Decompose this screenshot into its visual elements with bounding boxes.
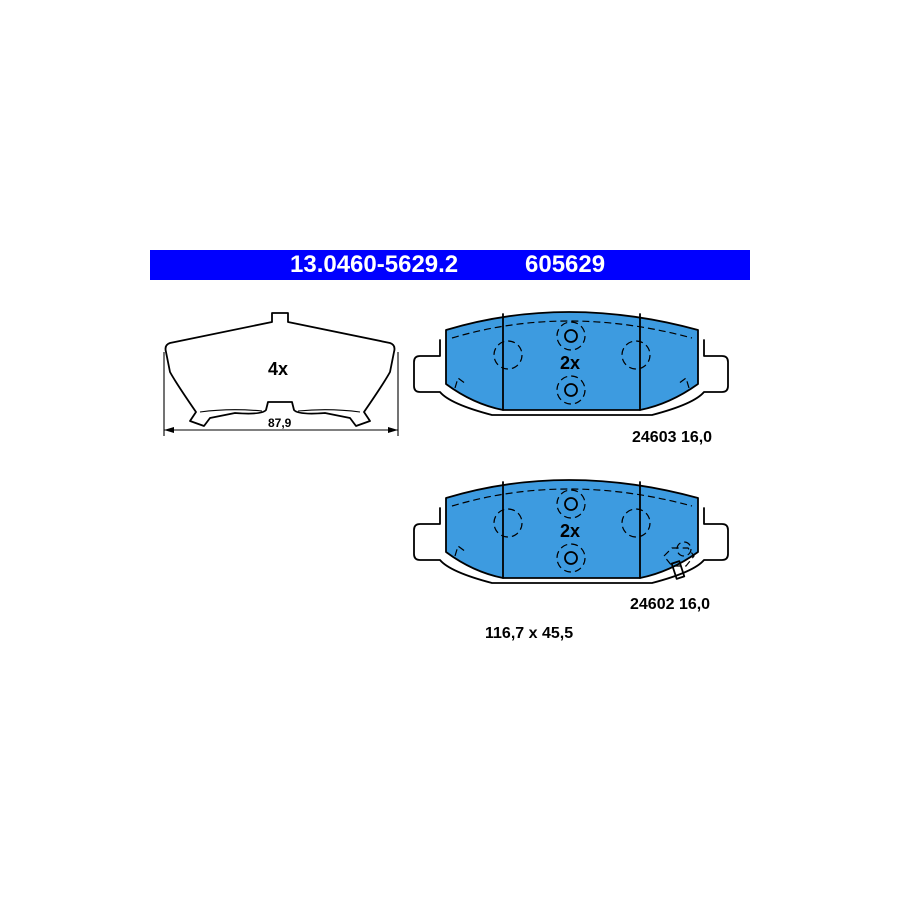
friction-material [445,311,699,411]
rivet-top-inner [564,497,578,511]
rivet-bottom-outer [556,375,586,405]
rivet-bottom-outer [556,543,586,573]
corner-mark-left [454,545,467,557]
corner-mark-right [677,377,690,389]
shim-hole-right [621,508,651,538]
backing-plate-outline [413,339,729,416]
spring-clip-quantity: 4x [268,359,288,379]
rivet-bottom-inner [564,383,578,397]
rivet-top-outer [556,489,586,519]
shim-hole-left [493,340,523,370]
dimension-arrow-right [388,427,398,433]
pad-top-code: 24603 16,0 [632,429,712,446]
pad-top-quantity: 2x [560,353,580,373]
spring-clip-drawing: 4x 87,9 [163,312,399,436]
brake-pad-top: 2x 24603 16,0 [413,311,729,446]
spring-clip-inner-edge [199,409,361,413]
brake-pad-bottom: 2x 24602 16,0 [413,479,729,613]
rivet-bottom-inner [564,551,578,565]
pad-dimensions: 116,7 x 45,5 [485,625,573,642]
friction-material [445,479,699,579]
dimension-arrow-left [164,427,174,433]
spring-clip-outline [164,312,396,427]
shim-hole-left [493,508,523,538]
wear-line [451,320,693,339]
part-number: 13.0460-5629.2 [290,251,459,278]
corner-mark-left [454,377,467,389]
backing-plate-outline [413,507,729,584]
rivet-top-inner [564,329,578,343]
wear-line [451,488,693,507]
part-number-banner: 13.0460-5629.2 605629 [150,250,750,280]
alternate-number: 605629 [525,251,606,278]
spring-clip-width: 87,9 [268,416,292,430]
pad-bottom-quantity: 2x [560,521,580,541]
shim-hole-right [621,340,651,370]
pad-bottom-code: 24602 16,0 [630,596,710,613]
rivet-top-outer [556,321,586,351]
wear-indicator [663,541,695,580]
